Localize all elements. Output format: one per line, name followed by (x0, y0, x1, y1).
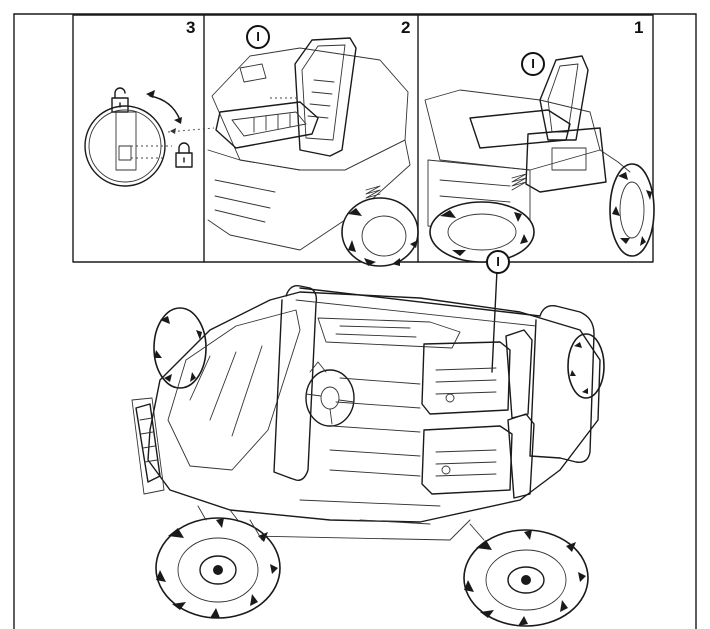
unlocked-padlock-icon (111, 87, 129, 113)
panel-2-wheel (341, 197, 419, 267)
panel-1-rear-wheel-left (429, 201, 535, 263)
panel-3-lock-detail (84, 87, 215, 187)
step-1-seat-callout: I (521, 52, 545, 76)
driver-seat (421, 329, 533, 419)
hood (167, 309, 301, 471)
rear-upper-tire (567, 333, 605, 399)
front-lower-tire (155, 517, 281, 619)
step-1-number: 1 (634, 18, 644, 37)
step-2-seat-callout: I (246, 25, 270, 49)
step-3-number: 3 (186, 18, 196, 37)
panel-1-rear-wheel-right (609, 163, 655, 257)
main-callout-leader (491, 269, 498, 373)
rear-cargo-box (525, 127, 607, 193)
front-grille (135, 403, 161, 483)
passenger-seat (421, 413, 535, 499)
floorboard (329, 377, 421, 477)
locked-padlock-icon (175, 142, 193, 168)
main-seat-callout: I (486, 250, 510, 274)
steering-wheel (305, 369, 355, 427)
roll-cage-front (285, 285, 318, 481)
panel-1-rear-view (424, 55, 655, 263)
vehicle-body (147, 291, 601, 523)
front-upper-tire (153, 307, 207, 389)
latch-slot (115, 111, 137, 171)
curved-double-arrow-icon (146, 90, 182, 124)
detail-circle (84, 105, 166, 187)
main-vehicle-illustration (131, 269, 605, 627)
step-2-number: 2 (401, 18, 411, 37)
roll-cage-rear (539, 305, 595, 463)
rear-lower-tire (463, 529, 589, 627)
dashboard (317, 317, 461, 349)
panel-2-seat-install (207, 37, 419, 267)
